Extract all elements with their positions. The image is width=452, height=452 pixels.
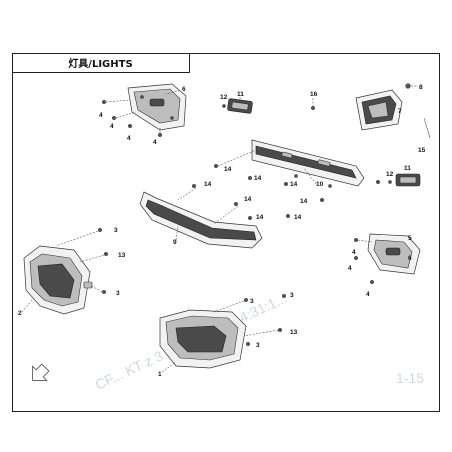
callout-4: 4 [110, 123, 114, 130]
callout-14: 14 [290, 181, 298, 188]
wire [423, 117, 431, 139]
screw [311, 105, 316, 110]
screw [191, 183, 196, 188]
callout-10: 10 [316, 181, 324, 188]
screw [243, 298, 248, 303]
right-side-light-assembly[interactable] [367, 233, 421, 275]
screw [127, 123, 132, 128]
callout-3: 3 [290, 292, 294, 299]
screw [388, 180, 392, 184]
screw [157, 132, 162, 137]
callout-3: 3 [256, 342, 260, 349]
screw [103, 251, 108, 256]
callout-3: 3 [250, 298, 254, 305]
callout-14: 14 [224, 166, 232, 173]
callout-11-right: 11 [404, 165, 411, 172]
screw [370, 280, 375, 285]
screw [376, 179, 381, 184]
callout-14: 14 [254, 175, 262, 182]
upper-right-light-assembly[interactable] [355, 89, 403, 131]
reflector-right[interactable] [395, 173, 421, 187]
screw [247, 175, 252, 180]
callout-11-upper: 11 [237, 91, 244, 98]
screw [354, 237, 359, 242]
callout-4: 4 [99, 112, 103, 119]
callout-14: 14 [300, 198, 308, 205]
callout-7: 7 [398, 108, 402, 115]
direction-arrow-icon [32, 363, 50, 381]
callout-14: 14 [294, 214, 302, 221]
callout-3: 3 [116, 290, 120, 297]
rear-bar-light[interactable] [251, 139, 365, 187]
screw [245, 342, 250, 347]
callout-16: 16 [310, 91, 318, 98]
screw [284, 181, 289, 186]
screw [354, 256, 359, 261]
callout-15: 15 [418, 147, 426, 154]
callout-12-right: 12 [386, 171, 394, 178]
lower-headlight-assembly[interactable] [159, 309, 247, 369]
callout-6-upper: 6 [182, 86, 186, 93]
screw [97, 227, 102, 232]
callout-13: 13 [118, 252, 126, 259]
screw [328, 184, 332, 188]
callout-6-right: 6 [408, 255, 412, 262]
screw [233, 201, 238, 206]
callout-12-upper: 12 [220, 94, 228, 101]
callout-14: 14 [256, 214, 264, 221]
callout-14: 14 [244, 196, 252, 203]
callout-2: 2 [18, 310, 22, 317]
grommet [405, 83, 411, 89]
screw [213, 163, 218, 168]
callout-9: 9 [173, 239, 177, 246]
callout-4: 4 [127, 135, 131, 142]
screw [282, 294, 287, 299]
screw [320, 197, 325, 202]
left-headlight-assembly[interactable] [23, 245, 93, 315]
title-box: 灯具/LIGHTS [12, 53, 190, 73]
diagram-title: 灯具/LIGHTS [68, 59, 133, 70]
upper-left-light-assembly[interactable] [127, 83, 187, 131]
diagram-frame [12, 53, 440, 412]
callout-3: 3 [114, 227, 118, 234]
watermark-tail: 1-15 [396, 370, 424, 386]
callout-4: 4 [153, 139, 157, 146]
callout-4: 4 [348, 265, 352, 272]
screw [278, 328, 283, 333]
screw [247, 215, 252, 220]
callout-14: 14 [204, 181, 212, 188]
callout-8: 8 [419, 84, 423, 91]
callout-4: 4 [366, 291, 370, 298]
callout-1: 1 [158, 371, 162, 378]
screw [101, 290, 106, 295]
callout-13: 13 [290, 329, 298, 336]
callout-5: 5 [408, 235, 412, 242]
screw [222, 104, 226, 108]
front-strip-light[interactable] [139, 191, 263, 249]
screw [101, 99, 106, 104]
screw [286, 213, 291, 218]
callout-4: 4 [352, 249, 356, 256]
reflector-upper[interactable] [227, 98, 253, 114]
screw [111, 115, 116, 120]
screw [294, 174, 298, 178]
